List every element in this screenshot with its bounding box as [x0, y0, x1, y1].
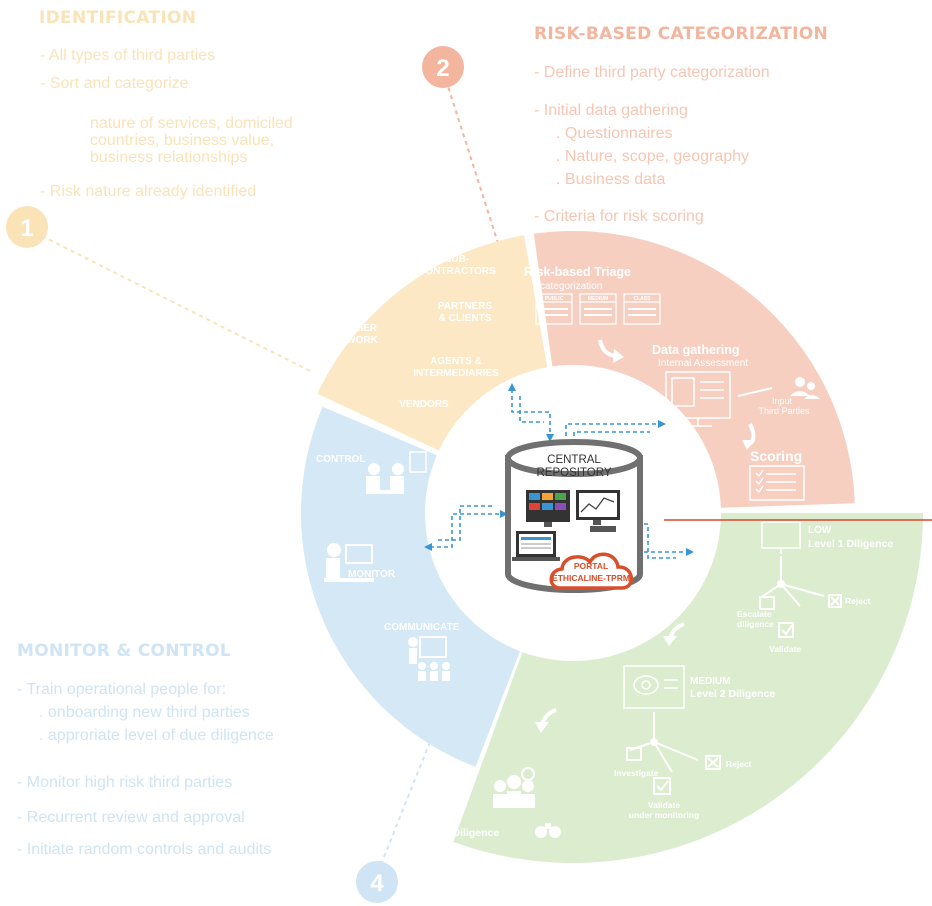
card-dots: [540, 308, 656, 316]
low-validate-label: Validate: [769, 644, 801, 654]
partners-clients-label: PARTNERS& CLIENTS: [438, 301, 493, 324]
binoculars-icon: [535, 823, 561, 838]
medium-investigate-label: Investigate: [614, 768, 659, 778]
monitor-control-detail-2: . approriate level of due diligence: [39, 727, 274, 744]
identification-title: IDENTIFICATION: [39, 8, 197, 28]
medium-reject-label: Reject: [726, 759, 752, 769]
triage-title: Risk-based Triage: [524, 265, 631, 279]
medium-decision-tree: [626, 712, 721, 795]
triage-arrowhead-icon: [613, 349, 624, 363]
scoring-label: Scoring: [750, 448, 802, 464]
low-monitor-icon: [761, 521, 801, 554]
monitor-control-bullet-2: - Monitor high risk third parties: [17, 774, 233, 791]
step-2-number: 2: [436, 55, 449, 82]
step-1-badge: 1: [6, 206, 48, 248]
categorization-detail-2: . Nature, scope, geography: [556, 148, 750, 165]
due-diligence-wedge: [453, 513, 923, 864]
low-decision-tree: [759, 556, 842, 638]
high-subtitle: Level 3 Diligence: [414, 827, 499, 839]
control-label: CONTROL: [316, 454, 365, 465]
input-label: Input: [772, 396, 793, 406]
identification-detail-2: countries, business value,: [90, 132, 275, 149]
identification-bullet-1: - All types of third parties: [40, 47, 216, 64]
low-to-medium-arrowhead-icon: [663, 636, 677, 646]
step-4-number: 4: [370, 870, 384, 897]
monitor-label: MONITOR: [348, 569, 396, 580]
card-label-class: CLASS: [634, 296, 652, 302]
step-2-badge: 2: [422, 46, 464, 88]
scoring-arrowhead-icon: [742, 440, 755, 450]
categorization-title: RISK-BASED CATEGORIZATION: [534, 24, 829, 44]
keyboard-icon: [590, 526, 616, 532]
data-flow-arrows: [430, 389, 688, 559]
subcontractors-label: SUB-CONTRACTORS: [418, 254, 496, 277]
card-label-public: PUBLIC: [545, 296, 564, 302]
dashboard-screen-icon: [526, 490, 570, 527]
categorization-detail-1: . Questionnaires: [556, 125, 673, 142]
data-gathering-title: Data gathering: [652, 343, 740, 357]
vendors-label: VENDORS: [399, 399, 449, 410]
medium-monitor-icon: [623, 665, 685, 709]
monitor-control-bullet-1: - Train operational people for:: [17, 681, 227, 698]
medium-title: MEDIUM: [690, 676, 731, 687]
third-parties-people-icon: [790, 377, 820, 399]
input-arrow: [737, 387, 773, 397]
monitor-control-title: MONITOR & CONTROL: [17, 641, 231, 661]
categorization-bullet-2: - Initial data gathering: [534, 102, 688, 119]
communicate-presenter-icon: [408, 636, 450, 681]
step-4-badge: 4: [356, 861, 398, 903]
high-team-icon: [493, 767, 535, 808]
analytics-screen-icon: [576, 490, 620, 525]
identification-bullet-3: - Risk nature already identified: [40, 183, 257, 200]
third-parties-label: Third Parties: [758, 406, 810, 416]
identification-bullet-2: - Sort and categorize: [40, 75, 189, 92]
high-title: HIGH: [414, 814, 439, 825]
triage-subtitle: categorization: [540, 281, 602, 292]
low-title: LOW: [808, 525, 832, 536]
monitor-control-bullet-4: - Initiate random controls and audits: [17, 841, 272, 858]
identification-detail-3: business relationships: [90, 149, 248, 166]
categorization-detail-3: . Business data: [556, 171, 666, 188]
categorization-bullet-3: - Criteria for risk scoring: [534, 208, 704, 225]
risk-triage-wedge: [533, 230, 855, 508]
step-1-connector: [41, 235, 313, 373]
monitor-control-detail-1: . onboarding new third parties: [39, 704, 250, 721]
assessment-monitor-icon: [665, 371, 731, 427]
agents-intermediaries-label: AGENTS &INTERMEDIARIES: [413, 356, 499, 379]
portal-cloud-icon[interactable]: [549, 552, 633, 590]
laptop-icon: [512, 531, 560, 561]
categorization-bullet-1: - Define third party categorization: [534, 64, 770, 81]
monitor-control-wedge: [300, 406, 520, 767]
low-subtitle: Level 1 Diligence: [808, 538, 893, 550]
card-label-medium: MEDIUM: [588, 296, 608, 302]
medium-subtitle: Level 2 Diligence: [690, 688, 775, 700]
triage-cards: [535, 293, 661, 325]
step-4-connector: [377, 721, 439, 873]
monitor-control-bullet-3: - Recurrent review and approval: [17, 809, 245, 826]
low-reject-label: Reject: [845, 596, 871, 606]
communicate-label: COMMUNICATE: [384, 622, 460, 633]
supplier-network-wedge: [317, 235, 548, 451]
step-2-connector: [445, 79, 505, 263]
control-meeting-icon: [366, 451, 427, 494]
monitor-desk-icon: [324, 543, 374, 582]
data-gathering-subtitle: Internal Assessment: [658, 358, 748, 369]
medium-to-high-arrowhead-icon: [535, 722, 549, 733]
scoring-sheet-icon: [749, 465, 805, 501]
step-1-number: 1: [20, 215, 33, 242]
identification-detail-1: nature of services, domiciled: [90, 115, 293, 132]
